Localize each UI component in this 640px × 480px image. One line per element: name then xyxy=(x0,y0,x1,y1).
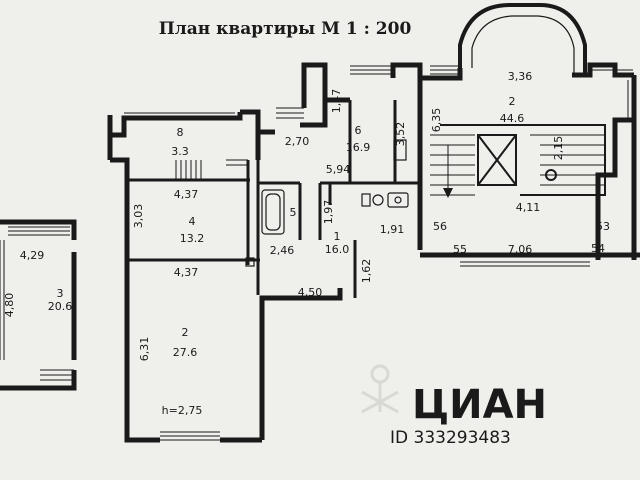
dimension-label: 4,37 xyxy=(174,188,199,201)
room-number: 6 xyxy=(355,124,362,137)
column-icon xyxy=(545,169,557,181)
marker-label: 54 xyxy=(591,242,605,255)
dimension-labels: 3,36 6,35 2,15 4,11 1,47 3,52 2,70 5,94 … xyxy=(3,70,565,361)
room-number: 1 xyxy=(334,230,341,243)
dimension-label: 3,03 xyxy=(132,204,145,229)
dimension-label: 4,37 xyxy=(174,266,199,279)
room-number: 4 xyxy=(189,215,196,228)
axis-markers: 56 55 53 54 xyxy=(433,220,610,256)
room-labels: 1 16.0 2 27.6 3 20.6 4 13.2 5 6 16.9 8 3… xyxy=(48,95,525,359)
bathtub-icon xyxy=(261,189,285,235)
sink-icon xyxy=(387,192,409,208)
dimension-label: 1,91 xyxy=(380,223,405,236)
dimension-label: 4,11 xyxy=(516,201,541,214)
windows xyxy=(0,65,633,441)
dimension-label: 4,80 xyxy=(3,293,16,318)
dimension-label: 2,70 xyxy=(285,135,310,148)
dimension-label: 2,15 xyxy=(552,136,565,161)
room-number: 5 xyxy=(290,206,297,219)
stair-arrow-icon xyxy=(443,188,453,198)
room-area: 20.6 xyxy=(48,300,73,313)
dimension-label: 7,06 xyxy=(508,243,533,256)
stair-hall-area: 44.6 xyxy=(500,112,525,125)
dimension-label: 2,46 xyxy=(270,244,295,257)
elevator-shaft-icon xyxy=(477,134,517,186)
plan-title: План квартиры М 1 : 200 xyxy=(159,19,412,39)
cian-logo-icon xyxy=(361,364,399,414)
room-area: 16.0 xyxy=(325,243,350,256)
marker-label: 56 xyxy=(433,220,447,233)
dimension-label: 3,36 xyxy=(508,70,533,83)
room-number: 8 xyxy=(177,126,184,139)
dimension-label: 1,62 xyxy=(360,259,373,284)
room-number: 3 xyxy=(57,287,64,300)
stair-hall-number: 2 xyxy=(509,95,516,108)
partitions xyxy=(127,100,420,298)
ceiling-height: h=2,75 xyxy=(162,404,203,417)
walls xyxy=(0,62,640,443)
dimension-label: 6,31 xyxy=(138,337,151,362)
watermark-brand: ЦИАН xyxy=(412,382,547,428)
dimension-label: 1,97 xyxy=(322,200,335,225)
dimension-label: 1,47 xyxy=(330,89,343,114)
dimension-label: 5,94 xyxy=(326,163,351,176)
toilet-icon xyxy=(361,193,384,207)
staircase xyxy=(430,124,606,196)
room-area: 3.3 xyxy=(171,145,189,158)
room-number: 2 xyxy=(182,326,189,339)
room-area: 27.6 xyxy=(173,346,198,359)
dimension-label: 4,29 xyxy=(20,249,45,262)
dimension-label: 4,50 xyxy=(298,286,323,299)
marker-label: 53 xyxy=(596,220,610,233)
bay-window xyxy=(458,2,587,75)
dimension-label: 6,35 xyxy=(430,108,443,133)
vent-shaft-icon xyxy=(393,139,407,161)
dimension-label: 3,52 xyxy=(394,122,407,147)
column-icon xyxy=(245,257,255,267)
room-area: 13.2 xyxy=(180,232,205,245)
marker-label: 55 xyxy=(453,243,467,256)
watermark-id: ID 333293483 xyxy=(390,428,511,448)
watermark: ЦИАН ID 333293483 xyxy=(361,364,547,448)
room-area: 16.9 xyxy=(346,141,371,154)
